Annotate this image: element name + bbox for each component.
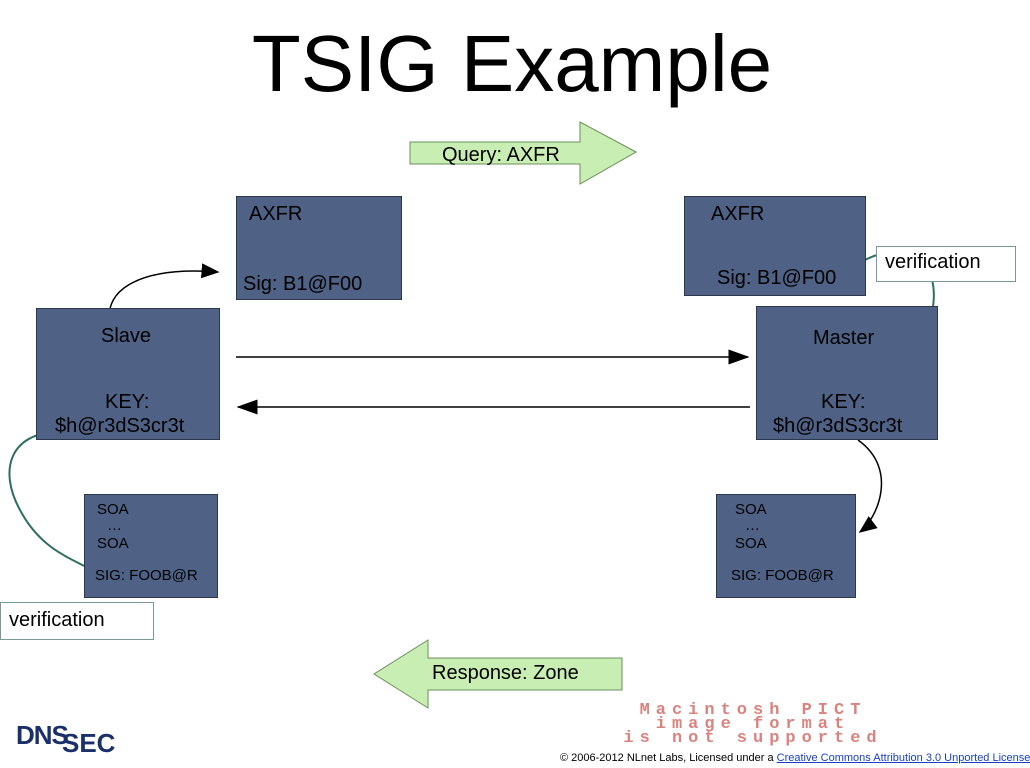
response-arrow-label: Response: Zone <box>432 662 579 684</box>
left-zone-ellipsis: … <box>107 517 122 534</box>
master-name: Master <box>813 327 875 349</box>
right-axfr-sig: Sig: B1@F00 <box>717 267 837 289</box>
pict-line-3: is not supported <box>623 729 883 748</box>
verification-label-right: verification <box>876 246 1016 282</box>
slave-key-value: $h@r3dS3cr3t <box>55 415 185 437</box>
right-zone-data: SOA … SOA SIG: FOOB@R <box>716 494 856 598</box>
left-axfr-message: AXFR Sig: B1@F00 <box>236 196 402 300</box>
verification-label-left: verification <box>0 602 154 640</box>
query-arrow-label: Query: AXFR <box>442 144 560 166</box>
license-footer: © 2006-2012 NLnet Labs, Licensed under a… <box>560 752 1030 764</box>
license-text: © 2006-2012 NLnet Labs, Licensed under a <box>560 752 777 764</box>
master-to-zone-connector <box>857 439 883 533</box>
left-zone-soa-last: SOA <box>97 535 129 552</box>
pict-line-2: image format <box>655 715 851 734</box>
left-axfr-sig: Sig: B1@F00 <box>243 273 363 295</box>
left-zone-soa-first: SOA <box>97 501 129 518</box>
query-arrow-shape <box>409 121 638 185</box>
right-zone-soa-first: SOA <box>735 501 767 518</box>
right-zone-sig: SIG: FOOB@R <box>731 567 834 584</box>
dnssec-logo-sec: SEC <box>62 728 116 758</box>
slave-name: Slave <box>101 325 152 347</box>
slave-key-label: KEY: <box>105 391 150 413</box>
master-key-label: KEY: <box>821 391 866 413</box>
left-verification-connector <box>8 431 85 567</box>
right-zone-ellipsis: … <box>745 517 760 534</box>
response-arrow-shape <box>373 639 623 709</box>
pict-line-1: Macintosh PICT <box>639 701 867 720</box>
slave-server: Slave KEY: $h@r3dS3cr3t <box>36 308 220 440</box>
master-key-value: $h@r3dS3cr3t <box>773 415 903 437</box>
left-zone-data: SOA … SOA SIG: FOOB@R <box>84 494 218 598</box>
dnssec-logo-dns: DNS <box>16 720 69 750</box>
slide-title: TSIG Example <box>251 19 773 108</box>
pict-placeholder-image: Macintosh PICT image format is not suppo… <box>498 701 1008 748</box>
right-axfr-message: AXFR Sig: B1@F00 <box>684 196 866 296</box>
left-zone-sig: SIG: FOOB@R <box>95 567 198 584</box>
license-link[interactable]: Creative Commons Attribution 3.0 Unporte… <box>776 752 1030 764</box>
right-axfr-label: AXFR <box>711 203 765 225</box>
master-server: Master KEY: $h@r3dS3cr3t <box>756 306 938 440</box>
right-zone-soa-last: SOA <box>735 535 767 552</box>
left-axfr-label: AXFR <box>249 203 303 225</box>
